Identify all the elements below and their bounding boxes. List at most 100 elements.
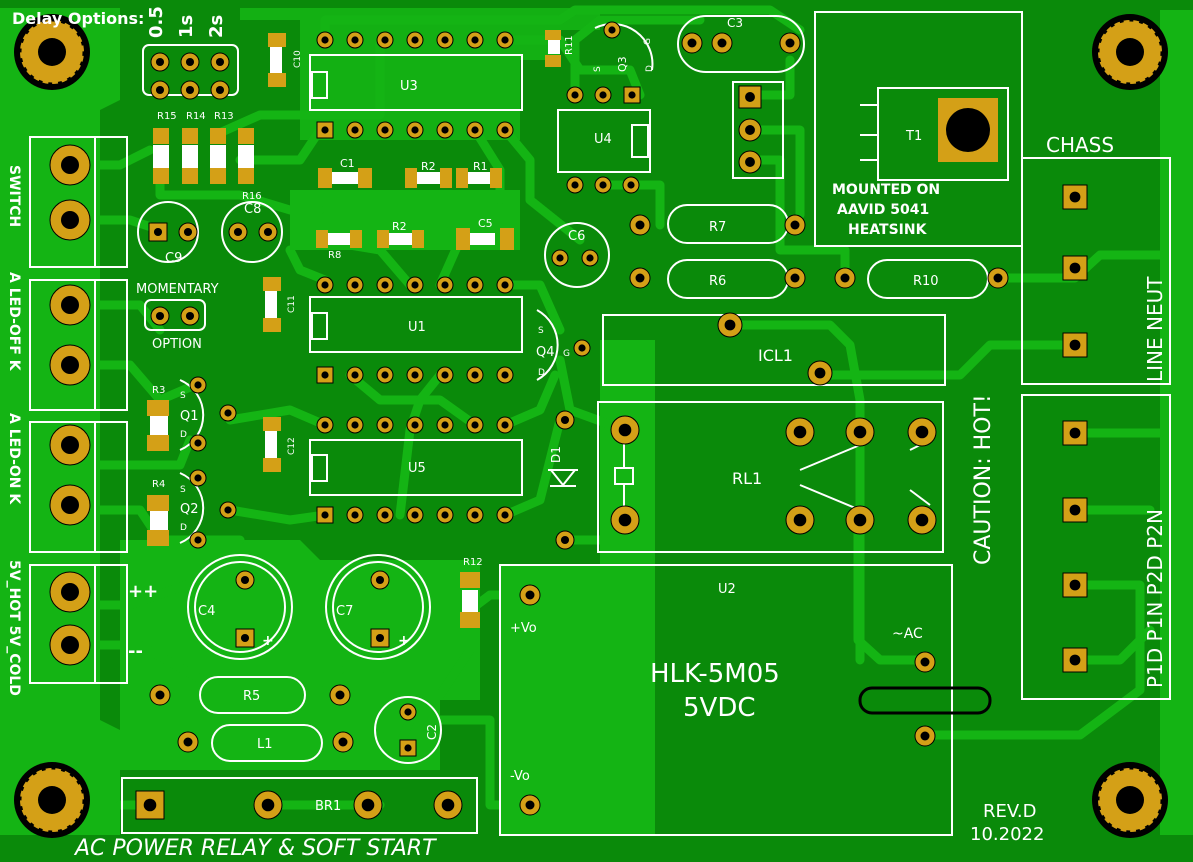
u3-pin: [346, 31, 364, 49]
u4-pin: [566, 86, 584, 104]
u1-pin: [406, 276, 424, 294]
label-r12: R12: [463, 557, 483, 568]
mounting-hole-bottom-left: [14, 762, 90, 838]
label-c2: C2: [425, 724, 439, 740]
label-c10: C10: [293, 50, 303, 68]
heatsink-note-2: AAVID 5041: [837, 202, 929, 218]
c2-pin: [399, 739, 417, 757]
u5-pin: [466, 506, 484, 524]
l1-pin: [332, 731, 354, 753]
u4-pin: [622, 176, 640, 194]
u3-pin: [466, 31, 484, 49]
u2-pin: [519, 794, 541, 816]
pin-q3-d: D: [645, 65, 655, 72]
delay-jumper-pin: [150, 80, 170, 100]
terminal-pin: [1062, 497, 1088, 523]
pin-q4-s: S: [538, 326, 544, 336]
u1-pin: [376, 276, 394, 294]
c6-pin: [581, 249, 599, 267]
u3-pin: [496, 121, 514, 139]
u3-pin: [316, 31, 334, 49]
label-q2: Q2: [180, 502, 199, 517]
delay-jumper-pin: [150, 52, 170, 72]
q2-pin: [189, 531, 207, 549]
left-terminal-led-off: A LED-OFF K: [6, 272, 22, 372]
c7-pin: [370, 628, 390, 648]
silkscreen-text: Delay Options: 0.5 1s 2s U3 U1 U5 U4 U2 …: [6, 6, 1167, 861]
date-label: 10.2022: [970, 824, 1044, 845]
c8-pin: [228, 222, 248, 242]
u3-pin: [346, 121, 364, 139]
delay-option-2: 2s: [206, 15, 227, 38]
u3-pin: [496, 31, 514, 49]
u1-pin: [346, 276, 364, 294]
terminal-pin: [49, 571, 91, 613]
c9-pin: [148, 222, 168, 242]
delay-jumper-pin: [180, 52, 200, 72]
u1-pin: [316, 276, 334, 294]
u3-pin: [376, 121, 394, 139]
label-r7: R7: [709, 220, 726, 235]
u3-pin: [406, 31, 424, 49]
icl1-pin: [717, 312, 743, 338]
terminal-pin: [49, 144, 91, 186]
label-r2: R2: [421, 160, 436, 173]
terminal-pin: [1062, 420, 1088, 446]
power-module-name: HLK-5M05: [650, 659, 780, 689]
d1-pin: [555, 410, 575, 430]
u5-pin: [436, 416, 454, 434]
u1-pin: [376, 366, 394, 384]
vo-minus-label: -Vo: [510, 769, 530, 784]
terminal-pin: [49, 284, 91, 326]
label-r1: R1: [473, 160, 488, 173]
smd-parts: [147, 30, 561, 628]
copper-traces: [65, 5, 1165, 810]
rl1-pin: [907, 505, 937, 535]
momentary-jumper-pin: [180, 306, 200, 326]
u1-pin: [466, 366, 484, 384]
c4-pin: [235, 570, 255, 590]
label-rl1: RL1: [732, 469, 762, 488]
pin-q4-g: G: [563, 349, 570, 359]
left-terminal-led-on: A LED-ON K: [6, 413, 22, 505]
u1-pin: [436, 366, 454, 384]
u5-pin: [316, 506, 334, 524]
mounting-hole-top-right: [1092, 14, 1168, 90]
mounting-hole-bottom-right: [1092, 762, 1168, 838]
r5-pin: [329, 684, 351, 706]
rl1-pin: [785, 417, 815, 447]
terminal-pin: [49, 624, 91, 666]
terminal-pin: [1062, 184, 1088, 210]
left-terminal-switch: SWITCH: [6, 165, 22, 227]
r5-pin: [149, 684, 171, 706]
pin-q1-d: D: [180, 430, 187, 440]
pin-q3-g: G: [643, 38, 653, 45]
br1-pin: [253, 790, 283, 820]
l1-pin: [177, 731, 199, 753]
label-q1: Q1: [180, 409, 199, 424]
u1-pin: [496, 366, 514, 384]
left-terminal-5v: 5V_HOT 5V_COLD: [6, 560, 22, 696]
minus-marks: --: [128, 641, 143, 662]
pin-q2-d: D: [180, 523, 187, 533]
label-c5: C5: [478, 217, 493, 230]
rl1-pin: [610, 415, 640, 445]
u5-pin: [496, 506, 514, 524]
r7-pin: [784, 214, 806, 236]
delay-option-1: 1s: [176, 15, 197, 38]
u4-pin: [594, 176, 612, 194]
plus-marks: ++: [128, 581, 158, 602]
c4-pin: [235, 628, 255, 648]
delay-jumper-pin: [210, 52, 230, 72]
c9-pin: [178, 222, 198, 242]
label-c6: C6: [568, 229, 585, 244]
br1-pin: [433, 790, 463, 820]
rl1-pin: [845, 505, 875, 535]
r6-pin: [629, 267, 651, 289]
terminal-pin: [1062, 572, 1088, 598]
option-label: OPTION: [152, 337, 202, 352]
pin-q3-s: S: [593, 66, 603, 72]
r6-pin: [784, 267, 806, 289]
u1-pin: [436, 276, 454, 294]
rl1-pin: [785, 505, 815, 535]
